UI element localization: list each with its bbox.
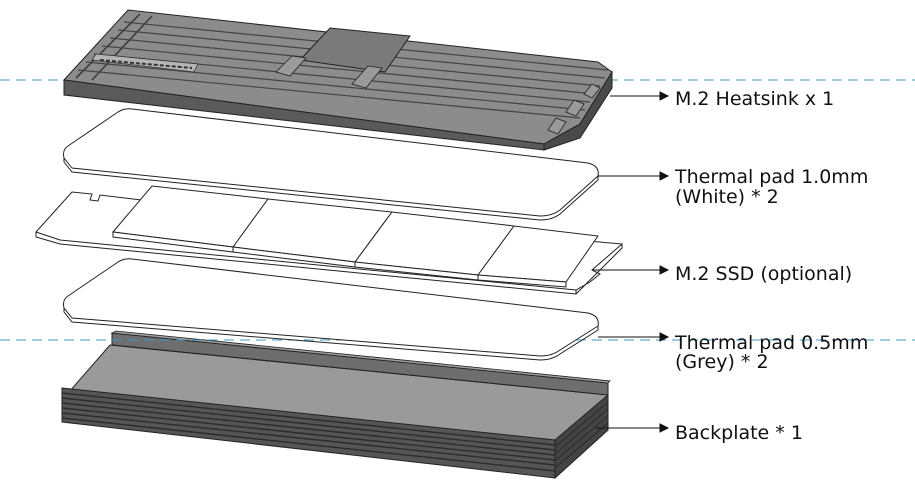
label-thermal-pad-05mm: Thermal pad 0.5mm (675, 332, 869, 354)
label-thermal-pad-1mm-color: (White) * 2 (675, 186, 779, 208)
backplate (61, 330, 611, 480)
thermal-pad-05mm (63, 258, 599, 361)
brand-logo (91, 53, 199, 73)
label-heatsink: M.2 Heatsink x 1 (675, 88, 835, 110)
m2-heatsink (62, 9, 613, 151)
label-thermal-pad-05mm-color: (Grey) * 2 (675, 351, 769, 373)
leader-lines (592, 91, 670, 433)
label-ssd: M.2 SSD (optional) (675, 263, 853, 285)
label-backplate: Backplate * 1 (675, 422, 803, 444)
m2-ssd (35, 185, 624, 295)
label-thermal-pad-1mm: Thermal pad 1.0mm (675, 166, 869, 188)
thermal-pad-10mm (63, 108, 599, 221)
